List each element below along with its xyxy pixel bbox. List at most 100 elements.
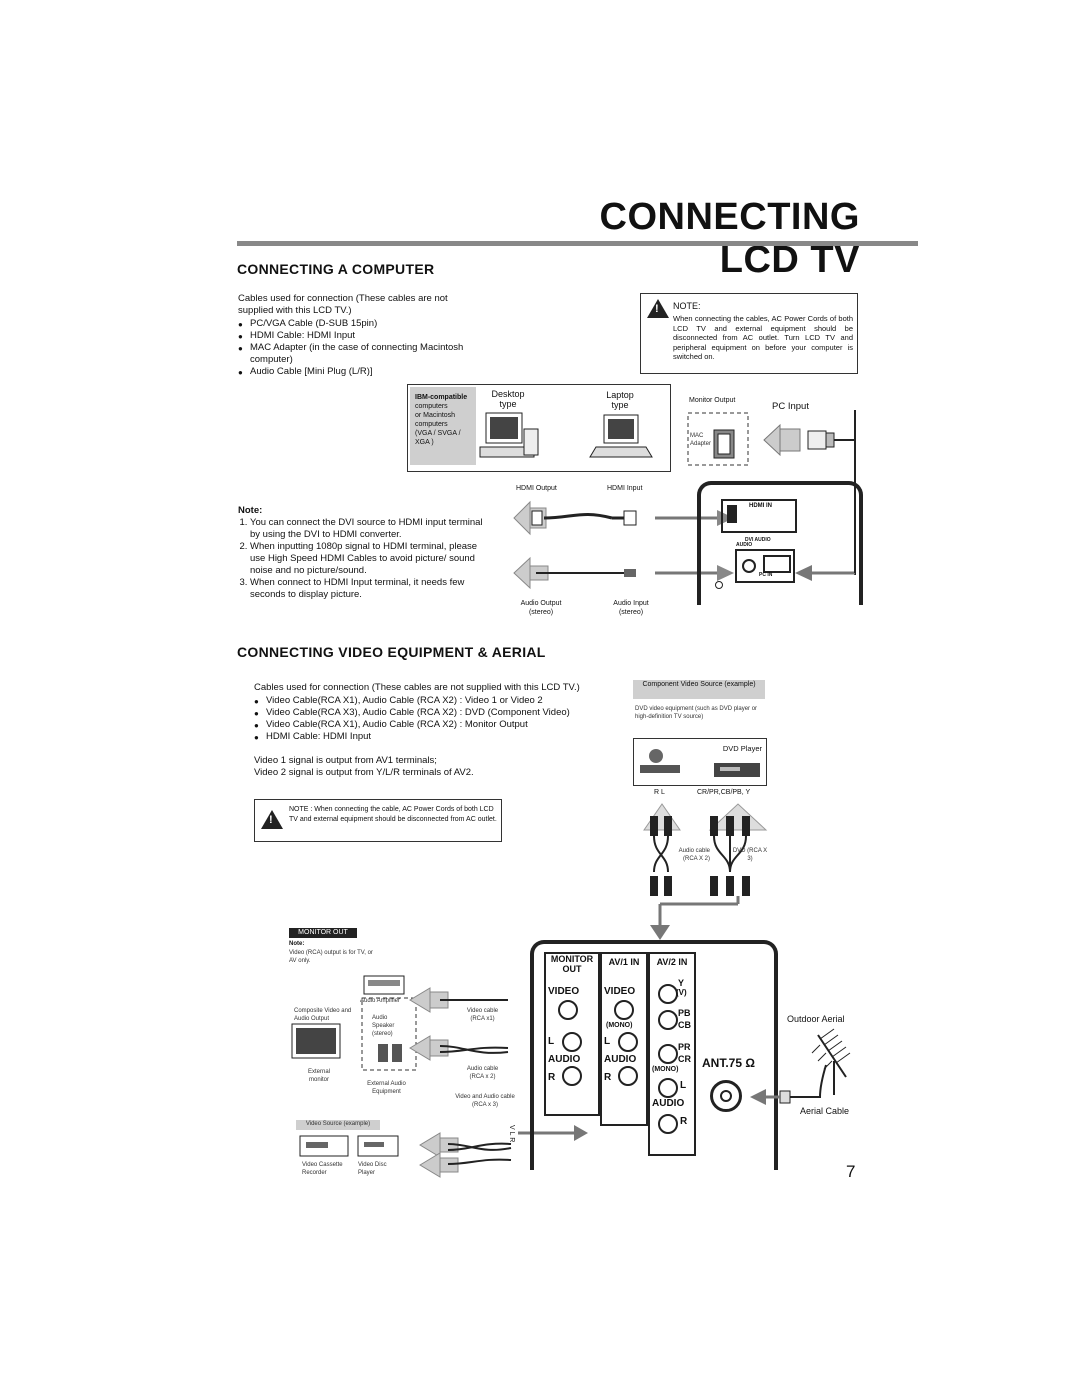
audio-cable-rca2-label: Audio cable (RCA X 2) [678, 848, 710, 862]
av1-l-jack [618, 1032, 638, 1052]
av1-mono-label: (MONO) [606, 1022, 633, 1029]
av2-l-jack [658, 1078, 678, 1098]
warning-icon [647, 299, 669, 318]
list-item: Video Cable(RCA X1), Audio Cable (RCA X2… [254, 695, 614, 708]
audio-cable-rcax2-label: Audio cable (RCA x 2) [466, 1066, 499, 1080]
aerial-cable-label: Aerial Cable [800, 1106, 850, 1116]
list-item: Audio Cable [Mini Plug (L/R)] [238, 366, 483, 379]
av2-terminal-group: AV/2 IN [648, 952, 696, 1156]
arrow-left-icon [513, 556, 531, 590]
computer-section-heading: CONNECTING A COMPUTER [237, 261, 435, 277]
vlr-label: V L R [508, 1125, 515, 1143]
arrow-left-icon [513, 500, 531, 536]
list-item: PC/VGA Cable (D-SUB 15pin) [238, 318, 483, 331]
vga-connection-diagram [687, 412, 856, 575]
pc-input-label: PC Input [772, 401, 809, 412]
video-section-heading: CONNECTING VIDEO EQUIPMENT & AERIAL [237, 644, 546, 660]
av2-y-jack [658, 984, 678, 1004]
computer-cable-list: PC/VGA Cable (D-SUB 15pin) HDMI Cable: H… [238, 318, 483, 379]
av2-y-label: Y [678, 978, 685, 988]
av1-r-label: R [604, 1072, 612, 1083]
av2-cr-label: CR [678, 1054, 691, 1064]
page-number: 7 [846, 1162, 856, 1181]
video-cassette-label: Video Cassette Recorder [302, 1162, 343, 1176]
tv-back-panel: HDMI IN DVI AUDIO AUDIO PC IN [697, 481, 863, 605]
av2-pr-jack [658, 1044, 678, 1064]
external-monitor-label: External monitor [307, 1069, 330, 1083]
list-item: Video Cable(RCA X3), Audio Cable (RCA X2… [254, 707, 614, 720]
dvd-rca3-label: DVD (RCA X 3) [732, 848, 768, 862]
video-signal-text: Video 1 signal is output from AV1 termin… [254, 755, 474, 778]
external-equipment-icons [291, 975, 509, 1071]
av1-r-jack [618, 1066, 638, 1086]
list-item: When inputting 1080p signal to HDMI term… [250, 541, 490, 577]
list-item: You can connect the DVI source to HDMI i… [250, 517, 490, 541]
computer-icons [479, 412, 653, 458]
hdmi-output-label: HDMI Output [516, 485, 557, 492]
ant-label: ANT.75 Ω [702, 1056, 755, 1070]
video-note-box: NOTE : When connecting the cable, AC Pow… [254, 799, 502, 842]
audio-speaker-label: Audio Speaker (stereo) [372, 1015, 395, 1037]
video-disc-label: Video Disc Player [358, 1162, 387, 1176]
monitor-out-terminal-group: MONITOR OUT [544, 952, 600, 1116]
av2-audio-label: AUDIO [652, 1098, 685, 1109]
note-label: NOTE: [673, 301, 701, 311]
outdoor-aerial-label: Outdoor Aerial [787, 1014, 845, 1024]
monitor-output-label: Monitor Output [689, 397, 736, 404]
speaker-icon [392, 1044, 402, 1062]
monitor-r-jack [562, 1066, 582, 1086]
av1-video-label: VIDEO [604, 986, 636, 997]
dvi-audio-label: DVI AUDIO [745, 537, 771, 543]
antenna-terminal [710, 1080, 742, 1112]
video-source-label: Video Source (example) [296, 1120, 380, 1130]
video-cables-intro: Cables used for connection (These cables… [254, 682, 580, 693]
note-text: When connecting the cables, AC Power Cor… [673, 314, 853, 361]
dvd-player-icon [640, 749, 760, 777]
laptop-label: Laptop type [606, 390, 634, 410]
av-back-panel: MONITOR OUT AV/1 IN AV/2 IN VIDEO L AUDI… [530, 940, 778, 1170]
component-source-label: Component Video Source (example) [633, 680, 765, 699]
screw-icon [715, 581, 723, 589]
list-item: When connect to HDMI Input terminal, it … [250, 577, 490, 601]
audio-input-label: Audio Input (stereo) [613, 600, 649, 616]
dvd-player-box: DVD Player [633, 738, 767, 786]
list-item: HDMI Cable: HDMI Input [254, 731, 614, 744]
computer-note-box: NOTE: When connecting the cables, AC Pow… [640, 293, 858, 374]
external-audio-label: External Audio Equipment [367, 1081, 406, 1095]
monitor-r-label: R [548, 1072, 556, 1083]
component-pins-label: CR/PR,CB/PB, Y [697, 789, 751, 796]
av2-v-label: (V) [676, 988, 687, 997]
audio-output-label: Audio Output (stereo) [520, 600, 562, 616]
computer-types-label: IBM-compatible computers or Macintosh co… [410, 387, 476, 465]
computer-cables-intro: Cables used for connection (These cables… [238, 293, 448, 316]
monitor-l-label: L [548, 1036, 555, 1047]
dvd-equipment-label: DVD video equipment (such as DVD player … [635, 706, 758, 720]
av2-r-label: R [680, 1116, 688, 1127]
av2-mono-label: (MONO) [652, 1066, 679, 1073]
video-audio-cable-label: Video and Audio cable (RCA x 3) [455, 1094, 515, 1108]
title-divider [237, 241, 918, 246]
video-source-icons [299, 1132, 512, 1178]
vga-plug-icon [807, 430, 827, 450]
computer-notes-title: Note: [238, 505, 263, 516]
warning-icon [261, 810, 283, 829]
av2-pb-label: PB [678, 1008, 691, 1018]
av1-audio-label: AUDIO [604, 1054, 637, 1065]
av2-pb-jack [658, 1010, 678, 1030]
composite-video-label: Composite Video and Audio Output [294, 1008, 352, 1022]
av1-l-label: L [604, 1036, 611, 1047]
monitor-note-text: Video (RCA) output is for TV, or AV only… [289, 950, 373, 964]
monitor-out-tag: MONITOR OUT [289, 928, 357, 938]
mac-adapter-label: MAC Adapter [690, 433, 712, 447]
monitor-note-title: Note: [289, 941, 305, 947]
desktop-computer-icon [479, 412, 539, 458]
hdmi-plug-icon [531, 510, 543, 526]
hdmi-terminal: HDMI IN [721, 499, 797, 533]
video-cable-list: Video Cable(RCA X1), Audio Cable (RCA X2… [254, 695, 614, 744]
page-title: CONNECTING LCD TV [599, 196, 860, 281]
aerial-icon [750, 1028, 851, 1105]
list-item: HDMI Cable: HDMI Input [238, 330, 483, 343]
list-item: Video Cable(RCA X1), Audio Cable (RCA X2… [254, 719, 614, 732]
computers-box: IBM-compatible computers or Macintosh co… [407, 384, 671, 472]
component-cables-icon [643, 803, 768, 940]
